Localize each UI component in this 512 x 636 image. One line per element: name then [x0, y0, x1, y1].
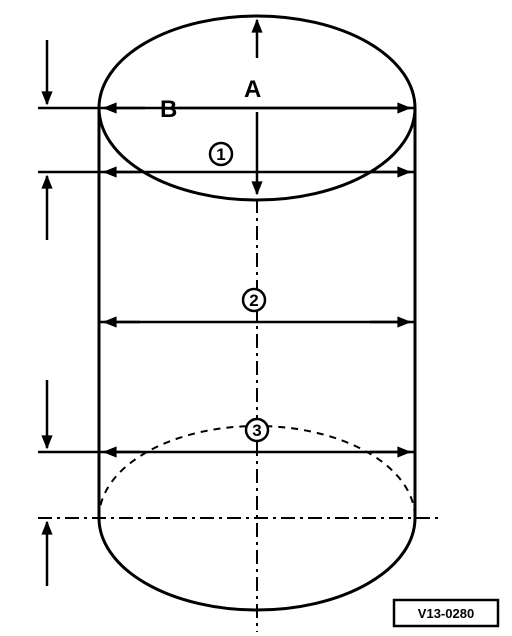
position-marker-1-text: 1: [216, 145, 225, 164]
position-marker-2: 2: [241, 287, 267, 313]
position-marker-3: 3: [244, 417, 270, 443]
label-b: B: [160, 96, 177, 123]
position-marker-1: 1: [208, 141, 234, 167]
reference-code-text: V13-0280: [418, 606, 474, 621]
position-marker-2-text: 2: [249, 291, 258, 310]
diameter-arrows: [102, 102, 412, 458]
reference-code-box: V13-0280: [392, 598, 500, 628]
position-marker-3-text: 3: [252, 421, 261, 440]
reference-code-frame: [392, 598, 500, 628]
position-marker-3-circle: [244, 417, 270, 443]
position-marker-2-circle: [241, 287, 267, 313]
position-marker-1-circle: [208, 141, 234, 167]
label-a: A: [244, 76, 261, 103]
measurement-planes: [38, 106, 415, 454]
